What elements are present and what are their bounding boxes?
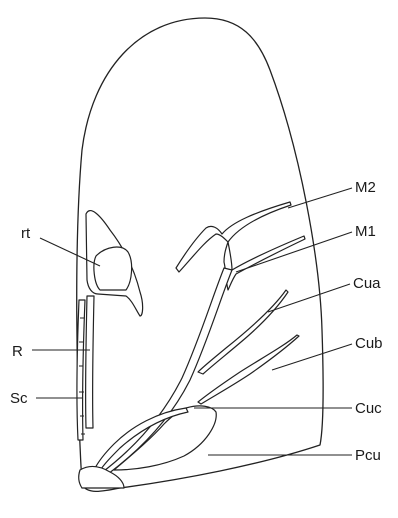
cub-vein — [198, 335, 299, 404]
label-m1: M1 — [355, 223, 376, 240]
label-cuc: Cuc — [355, 400, 382, 417]
label-cub: Cub — [355, 335, 383, 352]
radius-vein — [86, 296, 94, 428]
m2-vein — [176, 202, 291, 272]
label-m2: M2 — [355, 179, 376, 196]
m1-leader — [236, 232, 352, 272]
label-sc: Sc — [10, 390, 28, 407]
m1-vein — [224, 236, 305, 290]
subcosta-vein — [77, 300, 85, 440]
label-r: R — [12, 343, 23, 360]
label-rt: rt — [21, 225, 31, 242]
m2-leader — [288, 188, 352, 208]
label-pcu: Pcu — [355, 447, 381, 464]
label-cua: Cua — [353, 275, 381, 292]
rt-cell-inner — [94, 247, 132, 290]
